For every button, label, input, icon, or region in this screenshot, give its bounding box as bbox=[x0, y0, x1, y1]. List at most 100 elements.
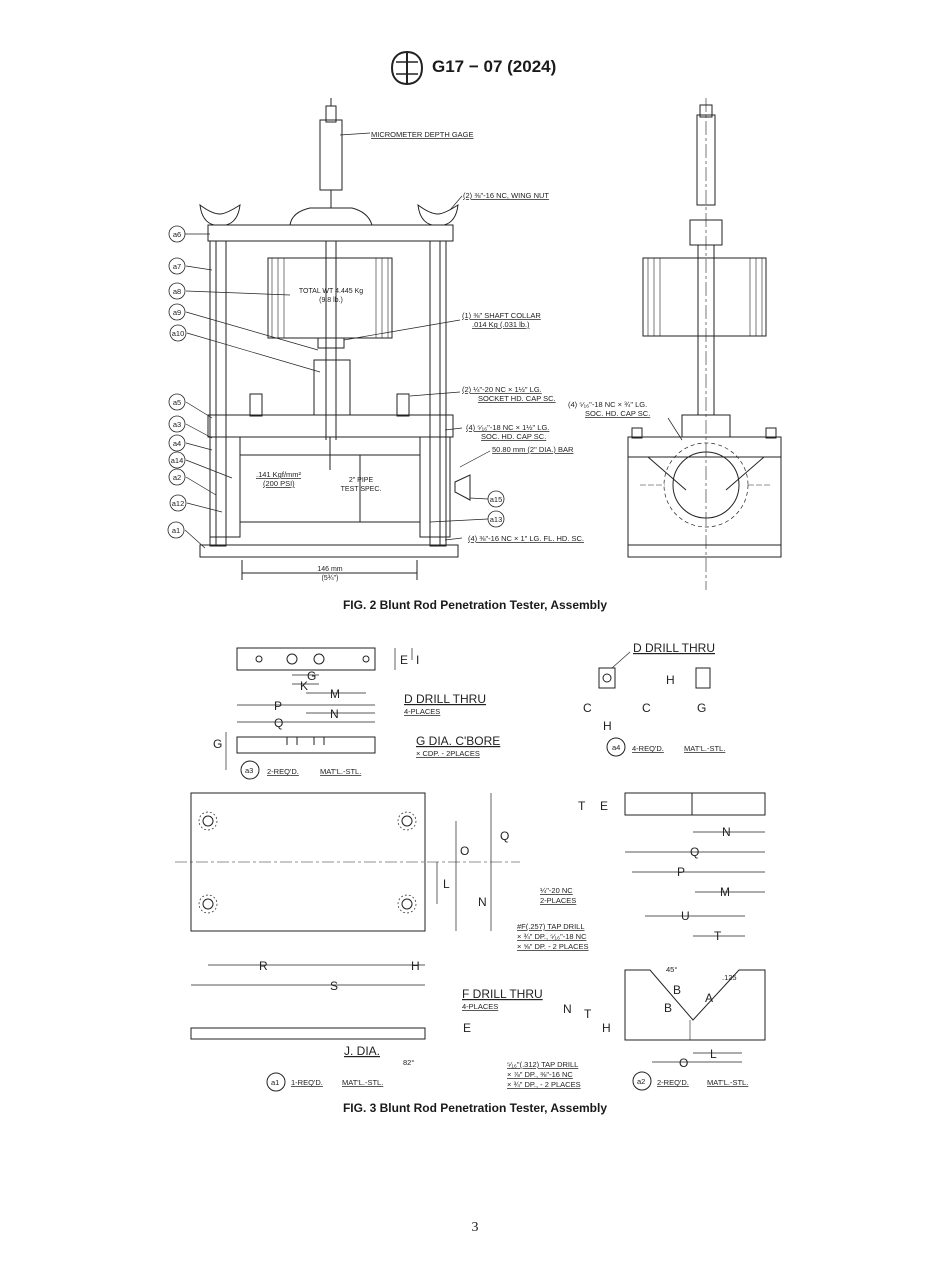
a2-tap2-3: × ⅝" DP. - 2 PLACES bbox=[517, 942, 589, 951]
label-pressure-1: .141 Kgf/mm² bbox=[256, 470, 302, 479]
micrometer bbox=[319, 119, 343, 191]
a3-dim-Q: Q bbox=[274, 716, 283, 730]
label-screw2-2: SOC. HD. CAP SC. bbox=[481, 432, 546, 441]
label-collar-2: .014 Kg (.031 lb.) bbox=[472, 320, 530, 329]
label-screw1-1: (2) ¼"-20 NC × 1½" LG. bbox=[462, 385, 542, 394]
a4-drill: D DRILL THRU bbox=[633, 641, 715, 655]
label-screw3: (4) ⅜"-16 NC × 1" LG. FL. HD. SC. bbox=[468, 534, 584, 543]
a2-mat: MAT'L.-STL. bbox=[707, 1078, 748, 1087]
a1-tag: a1 bbox=[271, 1078, 279, 1087]
label-pressure-2: (200 PSI) bbox=[263, 479, 295, 488]
callout-a9: a9 bbox=[173, 308, 181, 317]
callout-a12: a12 bbox=[172, 499, 185, 508]
a2-dim-Q: Q bbox=[690, 845, 699, 859]
callout-a10: a10 bbox=[172, 329, 185, 338]
a3-qty: 2-REQ'D. bbox=[267, 767, 299, 776]
a3-dim-G: G bbox=[307, 669, 316, 683]
a2-tap2-1: #F(.257) TAP DRILL bbox=[517, 922, 585, 931]
standard-designation: G17 − 07 (2024) bbox=[432, 57, 557, 76]
a4-mat: MAT'L.-STL. bbox=[684, 744, 725, 753]
a3-drill-1: D DRILL THRU bbox=[404, 692, 486, 706]
a2-dim-L: L bbox=[710, 1047, 717, 1061]
a1-drill-1: F DRILL THRU bbox=[462, 987, 543, 1001]
figure-3-drawing: E I G K M P N Q G a3 2-REQ'D. MAT'L.-STL… bbox=[175, 641, 766, 1092]
a2-dim-T: T bbox=[578, 799, 586, 813]
a2-dim-M: M bbox=[720, 885, 730, 899]
label-total-wt-2: (9.8 lb.) bbox=[319, 297, 343, 304]
a3-cbore-1: G DIA. C'BORE bbox=[416, 734, 500, 748]
label-width-2: (5¾") bbox=[322, 575, 339, 582]
a1-dim-N: N bbox=[478, 895, 487, 909]
a2-dim-N: N bbox=[722, 825, 731, 839]
callout-a13: a13 bbox=[490, 515, 503, 524]
a3-cbore-2: × CDP. - 2PLACES bbox=[416, 749, 480, 758]
label-micrometer: MICROMETER DEPTH GAGE bbox=[371, 130, 474, 139]
wing-nut-left bbox=[199, 203, 241, 226]
v-block bbox=[624, 969, 766, 1041]
a2-dim-N2: N bbox=[563, 1002, 572, 1016]
a2-tap3-2: × ⅞" DP., ⅜"-16 NC bbox=[507, 1070, 573, 1079]
base-plate bbox=[199, 544, 459, 558]
a1-drill-2: 4-PLACES bbox=[462, 1002, 498, 1011]
callout-a1: a1 bbox=[172, 526, 180, 535]
crossbar bbox=[207, 414, 454, 438]
a2-dim-T2: T bbox=[714, 929, 722, 943]
a1-dia: J. DIA. bbox=[344, 1044, 380, 1058]
page-number: 3 bbox=[471, 1220, 479, 1235]
a1-dim-R: R bbox=[259, 959, 268, 973]
a2-dim-A: A bbox=[705, 991, 713, 1005]
label-pipe-2: TEST SPEC. bbox=[341, 486, 382, 493]
callout-a15: a15 bbox=[490, 495, 503, 504]
a4-tag: a4 bbox=[612, 743, 620, 752]
side-weight bbox=[642, 257, 767, 337]
a1-dim-H: H bbox=[411, 959, 420, 973]
a3-dim-E: E bbox=[400, 653, 408, 667]
a2-dim-P: P bbox=[677, 865, 685, 879]
a2-angle: 45° bbox=[666, 965, 677, 974]
a3-dim-G2: G bbox=[213, 737, 222, 751]
astm-logo bbox=[390, 50, 424, 86]
a1-dim-O: O bbox=[460, 844, 469, 858]
a1-dim-Q: Q bbox=[500, 829, 509, 843]
a1-dim-L: L bbox=[443, 877, 450, 891]
part-a2 bbox=[624, 792, 766, 1091]
callout-a4: a4 bbox=[173, 439, 181, 448]
a2-dim-H: H bbox=[602, 1021, 611, 1035]
a2-tap3-1: ⁵⁄₁₆"(.312) TAP DRILL bbox=[507, 1060, 578, 1069]
a2-tag: a2 bbox=[637, 1077, 645, 1086]
a4-dim-C2: C bbox=[642, 701, 651, 715]
callout-a3: a3 bbox=[173, 420, 181, 429]
a1-dim-E: E bbox=[463, 1021, 471, 1035]
part-a3 bbox=[225, 647, 413, 780]
left-post bbox=[209, 240, 227, 547]
a1-mat: MAT'L.-STL. bbox=[342, 1078, 383, 1087]
a4-dim-G: G bbox=[697, 701, 706, 715]
a3-tag: a3 bbox=[245, 766, 253, 775]
callout-a8: a8 bbox=[173, 287, 181, 296]
a2-tap1-1: ¼"-20 NC bbox=[540, 886, 573, 895]
right-post bbox=[429, 240, 447, 547]
a3-dim-K: K bbox=[300, 679, 308, 693]
a2-tap3-3: × ¾" DP., - 2 PLACES bbox=[507, 1080, 581, 1089]
label-screw2-1: (4) ⁵⁄₁₆"-18 NC × 1½" LG. bbox=[466, 423, 549, 432]
callouts bbox=[167, 225, 505, 539]
label-width-1: 146 mm bbox=[317, 566, 342, 573]
a2-dim-B: B bbox=[673, 983, 681, 997]
a1-angle: 82° bbox=[403, 1058, 414, 1067]
a2-dim-B2: B bbox=[664, 1001, 672, 1015]
part-a1 bbox=[175, 792, 520, 1092]
a2-dim-U: U bbox=[681, 909, 690, 923]
label-bar: 50.80 mm (2" DIA.) BAR bbox=[492, 445, 574, 454]
a1-qty: 1-REQ'D. bbox=[291, 1078, 323, 1087]
figure-3-caption: FIG. 3 Blunt Rod Penetration Tester, Ass… bbox=[342, 1101, 608, 1115]
label-total-wt-1: TOTAL WT 4.445 Kg bbox=[299, 288, 363, 295]
label-wing-nut: (2) ⅜"-16 NC, WING NUT bbox=[463, 191, 549, 200]
figure-2-drawing: a6 a7 a8 a9 a10 a5 a3 a4 a14 a2 a12 a1 a… bbox=[167, 98, 782, 590]
callout-a7: a7 bbox=[173, 262, 181, 271]
a3-dim-P: P bbox=[274, 699, 282, 713]
shaft-collar bbox=[317, 337, 345, 349]
a2-dim-O: O bbox=[679, 1056, 688, 1070]
figure-2-caption: FIG. 2 Blunt Rod Penetration Tester, Ass… bbox=[342, 598, 608, 612]
a2-tap2-2: × ¾" DP., ⁵⁄₁₆"-18 NC bbox=[517, 932, 587, 941]
callout-a6: a6 bbox=[173, 230, 181, 239]
